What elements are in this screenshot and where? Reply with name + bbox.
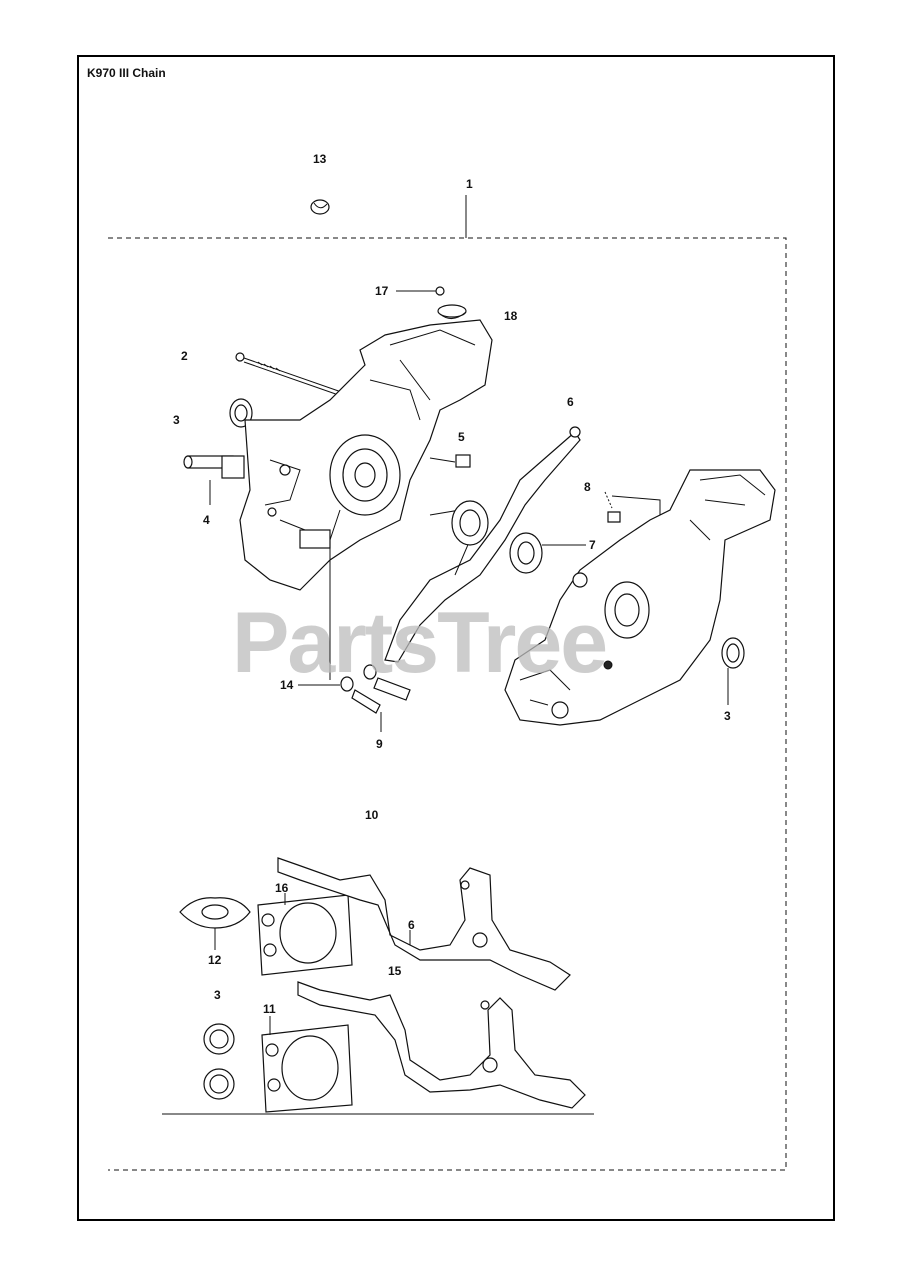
callout-16: 16	[275, 881, 289, 895]
part-15-gasket	[297, 981, 586, 1109]
callout-17: 17	[375, 284, 389, 298]
bearing-left	[451, 500, 489, 546]
part-2-bolt	[235, 352, 351, 400]
callout-7: 7	[589, 538, 596, 552]
part-14-washer	[298, 664, 377, 692]
callout-6-kit: 6	[408, 918, 415, 932]
part-7-bearing	[509, 532, 586, 574]
part-12-gasket	[179, 897, 251, 950]
callout-12: 12	[208, 953, 222, 967]
callout-3-kit: 3	[214, 988, 221, 1002]
callout-18: 18	[504, 309, 518, 323]
callout-3-right: 3	[724, 709, 731, 723]
part-9-screws	[351, 677, 411, 732]
assembly-group-box	[108, 237, 787, 1171]
callout-10: 10	[365, 808, 379, 822]
callout-14: 14	[280, 678, 294, 692]
part-18-clip	[437, 304, 467, 319]
part-5-pin	[455, 454, 471, 468]
part-6-gasket-kit	[277, 857, 571, 991]
part-17-screw	[396, 286, 445, 296]
part-16-gasket	[257, 893, 353, 976]
callout-4: 4	[203, 513, 210, 527]
callout-13: 13	[313, 152, 327, 166]
crankcase-left-half	[239, 319, 493, 680]
part-13-cap	[310, 199, 330, 215]
callout-9: 9	[376, 737, 383, 751]
callout-1: 1	[466, 177, 473, 191]
callout-5: 5	[458, 430, 465, 444]
callout-8: 8	[584, 480, 591, 494]
part-6-gasket-upper	[384, 426, 581, 663]
callout-6-upper: 6	[567, 395, 574, 409]
part-3-seal-right	[721, 637, 745, 705]
diagram-title: K970 III Chain	[87, 66, 166, 80]
callout-15: 15	[388, 964, 402, 978]
part-11-gasket	[261, 1016, 353, 1113]
part-8-screw	[604, 491, 661, 523]
diagram-frame	[77, 55, 835, 1221]
part-4-shaft	[183, 455, 245, 505]
crankcase-right-half	[504, 469, 776, 726]
part-3-seals-kit	[203, 1023, 235, 1100]
callout-11: 11	[263, 1002, 276, 1016]
callout-2: 2	[181, 349, 188, 363]
watermark: PartsTree	[232, 595, 606, 691]
callout-3-left: 3	[173, 413, 180, 427]
